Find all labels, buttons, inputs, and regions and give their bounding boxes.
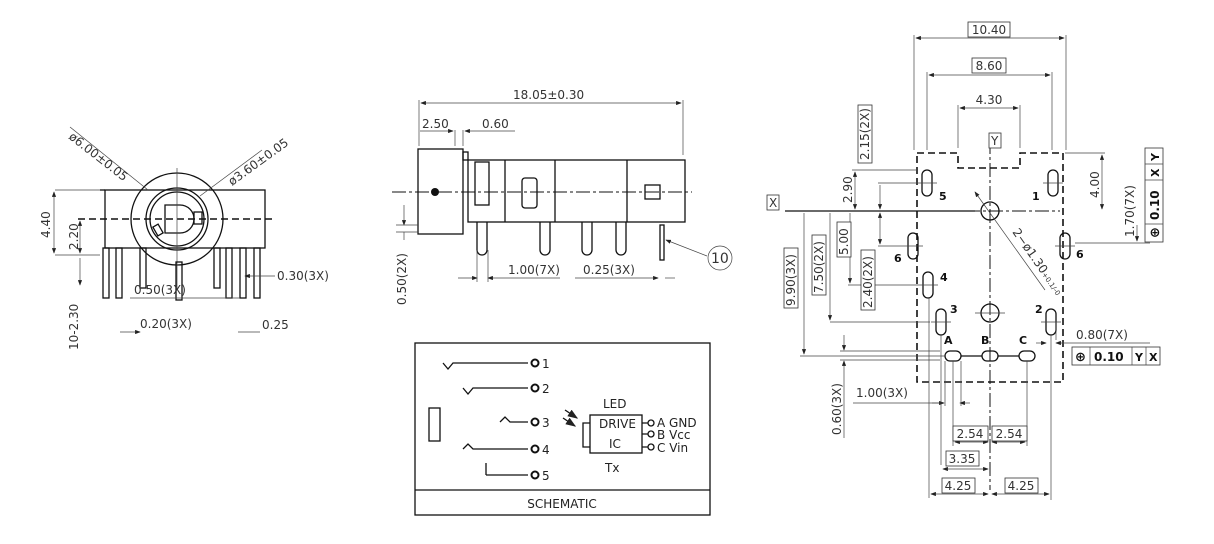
- drive-label: DRIVE: [599, 417, 636, 431]
- pin-label-6-right: 6: [1076, 248, 1084, 261]
- dim-height: 4.40: [39, 211, 53, 238]
- dim-width-pins: 8.60: [976, 59, 1003, 73]
- schematic-pin-3: 3: [542, 416, 550, 430]
- dim-4-00: 4.00: [1088, 171, 1102, 198]
- fcf-datum-2: Y: [1149, 152, 1162, 162]
- dim-pitch-a: 2.54: [957, 427, 984, 441]
- pin-label-1: 1: [1032, 190, 1040, 203]
- feature-control-frame-vertical: ⊕ 0.10 X Y: [1144, 147, 1164, 243]
- schematic-pin-2: 2: [542, 382, 550, 396]
- dim-dia-inner: ø3.60±0.05: [226, 135, 292, 188]
- dim-notch: 4.30: [976, 93, 1003, 107]
- led-icon: [562, 409, 590, 448]
- dim-1-70: 1.70(7X): [1123, 185, 1137, 237]
- feature-control-frame-right: ⊕ 0.10 Y X: [1071, 346, 1161, 366]
- pin-label-b: B: [981, 334, 989, 347]
- pcb-layout: 5 1 6 6 4 3 2 A B C 10.40 8.60 4.30 Y X: [766, 21, 1164, 500]
- dim-gap: 0.60: [482, 117, 509, 131]
- output-c: C Vin: [657, 441, 688, 455]
- dim-5-00: 5.00: [837, 228, 851, 255]
- dim-9-90: 9.90(3X): [784, 254, 798, 306]
- dim-slot-len: 1.00(3X): [856, 386, 908, 400]
- dim-pin-thick-a: 0.20(3X): [140, 317, 192, 331]
- dim-pin-width-b: 0.30(3X): [277, 269, 329, 283]
- tx-label: Tx: [604, 461, 619, 475]
- front-view: ø6.00±0.05 ø3.60±0.05 4.40 2.20 10-2.30 …: [39, 126, 329, 350]
- fcf-symbol-icon: ⊕: [1148, 227, 1163, 238]
- schematic: SCHEMATIC 1 2 3 4 5 LED DRIVE IC Tx A GN…: [414, 342, 711, 516]
- fcf-tolerance: 0.10: [1148, 190, 1162, 220]
- dim-center-height: 2.20: [67, 223, 81, 250]
- pin-label-2: 2: [1035, 303, 1043, 316]
- dim-hole-dia: 2−ø1.30+0.1/-0: [1010, 226, 1066, 298]
- pin-label-6-left: 6: [894, 252, 902, 265]
- dim-2-90: 2.90: [841, 176, 855, 203]
- output-b: B Vcc: [657, 428, 690, 442]
- dim-7-50: 7.50(2X): [812, 241, 826, 293]
- fcf-datum-1: Y: [1134, 351, 1144, 364]
- dim-4-25-a: 4.25: [945, 479, 972, 493]
- dim-pin-width: 1.00(7X): [508, 263, 560, 277]
- dim-2-40: 2.40(2X): [861, 256, 875, 308]
- dim-pitch-b: 2.54: [996, 427, 1023, 441]
- pin-label-a: A: [944, 334, 953, 347]
- dim-pin-thick: 0.25(3X): [583, 263, 635, 277]
- fcf-tolerance: 0.10: [1094, 350, 1124, 364]
- schematic-title: SCHEMATIC: [527, 497, 596, 511]
- datum-y: Y: [990, 134, 999, 148]
- dim-2-15: 2.15(2X): [858, 108, 872, 160]
- schematic-pin-4: 4: [542, 443, 550, 457]
- datum-x: X: [769, 196, 777, 210]
- output-a: A GND: [657, 416, 697, 430]
- pin-label-5: 5: [939, 190, 947, 203]
- dim-slot-small: 0.60(3X): [830, 383, 844, 435]
- dim-flange: 2.50: [422, 117, 449, 131]
- dim-width-total: 10.40: [972, 23, 1006, 37]
- ic-label: IC: [609, 437, 621, 451]
- side-view: 18.05±0.30 2.50 0.60 0.50(2X) 1.00(7X) 0…: [392, 88, 733, 305]
- dim-pin-length: 10-2.30: [67, 304, 81, 350]
- dim-length: 18.05±0.30: [513, 88, 584, 102]
- dim-dia-outer: ø6.00±0.05: [66, 129, 130, 184]
- pin-label-4: 4: [940, 271, 948, 284]
- side-pins: [476, 222, 665, 261]
- fcf-symbol-icon: ⊕: [1075, 350, 1086, 365]
- fcf-datum-2: X: [1149, 351, 1158, 364]
- dim-4-25-b: 4.25: [1008, 479, 1035, 493]
- dim-pin-thick-b: 0.25: [262, 318, 289, 332]
- schematic-pin-5: 5: [542, 469, 550, 483]
- dim-slot-width: 0.80(7X): [1076, 328, 1128, 342]
- led-label: LED: [603, 397, 627, 411]
- pin-label-3: 3: [950, 303, 958, 316]
- schematic-pin-1: 1: [542, 357, 550, 371]
- dim-standoff: 0.50(2X): [395, 253, 409, 305]
- dim-pin-width-a: 0.50(3X): [134, 283, 186, 297]
- fcf-datum-1: X: [1149, 168, 1162, 177]
- dim-3-35: 3.35: [949, 452, 976, 466]
- callout-number: 10: [711, 251, 729, 267]
- pin-label-c: C: [1019, 334, 1027, 347]
